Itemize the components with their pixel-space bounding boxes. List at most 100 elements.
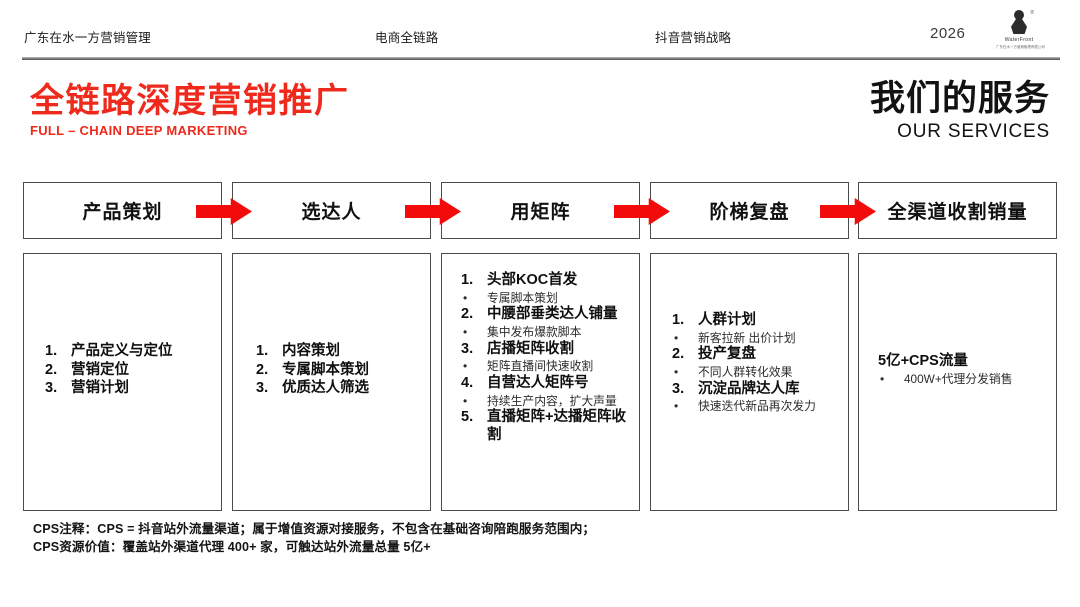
list-marker: 4. — [461, 374, 474, 391]
list-item: 1. 内容策划 — [256, 343, 421, 361]
list-marker: 3. — [461, 340, 474, 357]
list-item: 2. 投产复盘 — [672, 346, 839, 364]
footnote-cps-definition: CPS注释：CPS = 抖音站外流量渠道；属于增值资源对接服务，不包含在基础咨询… — [33, 522, 596, 536]
list-marker: • — [674, 399, 679, 414]
list-item: 2. 专属脚本策划 — [256, 362, 421, 380]
list-item: • 矩阵直播间快速收割 — [461, 359, 630, 374]
list-text: 中腰部垂类达人铺量 — [487, 306, 618, 323]
title-left-en: FULL – CHAIN DEEP MARKETING — [30, 122, 248, 138]
header-divider — [22, 57, 1060, 60]
list-text: 快速迭代新品再次发力 — [698, 399, 816, 414]
list-marker: 1. — [461, 272, 474, 288]
list-marker: 2. — [45, 361, 58, 378]
logo-body-shape — [1011, 18, 1027, 34]
list-marker: • — [674, 330, 679, 345]
list-item: • 不同人群转化效果 — [672, 365, 839, 380]
logo-wordmark: WaterFront — [1004, 37, 1034, 43]
list-item: • 持续生产内容，扩大声量 — [461, 394, 630, 409]
stage-5-content: 5亿+CPS流量 • 400W+代理分发销售 — [868, 264, 1047, 387]
list-item: • 新客拉新 出价计划 — [672, 331, 839, 346]
list-marker: • — [463, 290, 468, 305]
list-text: 营销定位 — [71, 361, 129, 378]
list-marker: 1. — [256, 343, 269, 359]
stage-header-label: 用矩阵 — [510, 202, 571, 223]
stage-header-4[interactable]: 阶梯复盘 — [650, 182, 849, 239]
stage-header-label: 阶梯复盘 — [709, 202, 790, 223]
stage-1-list: 1. 产品定义与定位 2. 营销定位 3. 营销计划 — [33, 264, 212, 398]
list-text: 集中发布爆款脚本 — [487, 325, 582, 339]
slide-title-left: 全链路深度营销推广 FULL – CHAIN DEEP MARKETING — [30, 83, 350, 138]
list-text: 400W+代理分发销售 — [904, 372, 1013, 387]
stage-4-list: 1. 人群计划 • 新客拉新 出价计划 2. 投产复盘 • 不同人群转化效果 3… — [660, 264, 839, 414]
stage-header-label: 选达人 — [301, 202, 362, 223]
footnotes: CPS注释：CPS = 抖音站外流量渠道；属于增值资源对接服务，不包含在基础咨询… — [33, 520, 1043, 557]
list-text: 产品定义与定位 — [71, 343, 173, 359]
list-item: 2. 营销定位 — [45, 362, 212, 380]
stage-header-label: 全渠道收割销量 — [887, 202, 1028, 223]
list-text: 沉淀品牌达人库 — [698, 380, 800, 397]
list-marker: 1. — [45, 343, 58, 359]
list-text: 专属脚本策划 — [487, 290, 558, 305]
list-item: • 集中发布爆款脚本 — [461, 325, 630, 340]
list-marker: 2. — [256, 361, 269, 378]
stage-2-list: 1. 内容策划 2. 专属脚本策划 3. 优质达人筛选 — [242, 264, 421, 398]
brand-logo: ® WaterFront 广东在水一方营销管理有限公司 — [996, 10, 1045, 50]
stage-5-list: • 400W+代理分发销售 — [878, 372, 1047, 387]
stage-header-3[interactable]: 用矩阵 — [441, 182, 640, 239]
slide-title-right: 我们的服务 OUR SERVICES — [870, 79, 1050, 143]
header-item-company: 广东在水一方营销管理 — [24, 31, 152, 45]
list-text: 头部KOC首发 — [487, 272, 578, 288]
slide-header-bar: 广东在水一方营销管理 电商全链路 抖音营销战略 2026 ® WaterFron… — [0, 0, 1080, 58]
list-marker: 2. — [461, 306, 474, 323]
stage-body-3[interactable]: 1. 头部KOC首发 • 专属脚本策划 2. 中腰部垂类达人铺量 • 集中发布爆… — [441, 253, 640, 511]
list-item: • 400W+代理分发销售 — [878, 372, 1047, 387]
list-item: • 专属脚本策划 — [461, 291, 630, 306]
list-text: 优质达人筛选 — [282, 380, 369, 397]
header-item-strategy: 抖音营销战略 — [655, 31, 732, 45]
title-left-cn: 全链路深度营销推广 — [30, 82, 350, 120]
list-item: 1. 产品定义与定位 — [45, 343, 212, 361]
stage-header-5[interactable]: 全渠道收割销量 — [858, 182, 1057, 239]
list-text: 自营达人矩阵号 — [487, 374, 589, 391]
stage-body-5[interactable]: 5亿+CPS流量 • 400W+代理分发销售 — [858, 253, 1057, 511]
list-marker: • — [463, 325, 468, 339]
list-marker: 1. — [672, 312, 685, 328]
stage-body-4[interactable]: 1. 人群计划 • 新客拉新 出价计划 2. 投产复盘 • 不同人群转化效果 3… — [650, 253, 849, 511]
stage-body-2[interactable]: 1. 内容策划 2. 专属脚本策划 3. 优质达人筛选 — [232, 253, 431, 511]
header-item-topic: 电商全链路 — [375, 31, 439, 45]
list-text: 营销计划 — [71, 380, 129, 397]
list-item: 4. 自营达人矩阵号 — [461, 375, 630, 393]
list-text: 投产复盘 — [698, 346, 756, 363]
list-text: 持续生产内容，扩大声量 — [487, 393, 617, 408]
list-marker: 3. — [45, 380, 58, 397]
list-text: 人群计划 — [698, 312, 756, 328]
list-marker: 2. — [672, 346, 685, 363]
list-marker: • — [880, 372, 885, 387]
stage-body-1[interactable]: 1. 产品定义与定位 2. 营销定位 3. 营销计划 — [23, 253, 222, 511]
list-text: 新客拉新 出价计划 — [698, 330, 796, 345]
list-marker: • — [463, 393, 468, 408]
footnote-cps-value: CPS资源价值：覆盖站外渠道代理 400+ 家，可触达站外流量总量 5亿+ — [33, 540, 431, 555]
list-text: 直播矩阵+达播矩阵收割 — [487, 409, 626, 443]
list-item: • 快速迭代新品再次发力 — [672, 399, 839, 414]
stage-5-lead: 5亿+CPS流量 — [878, 353, 968, 369]
list-item: 3. 沉淀品牌达人库 — [672, 381, 839, 399]
stage-header-1[interactable]: 产品策划 — [23, 182, 222, 239]
list-marker: • — [463, 359, 468, 374]
logo-figure-icon: ® — [1009, 10, 1034, 36]
header-year: 2026 — [930, 25, 966, 42]
list-text: 内容策划 — [282, 343, 340, 359]
list-item: 3. 店播矩阵收割 — [461, 341, 630, 359]
list-text: 矩阵直播间快速收割 — [487, 359, 594, 374]
list-marker: 5. — [461, 409, 474, 426]
list-marker: • — [674, 365, 679, 379]
list-item: 1. 头部KOC首发 — [461, 272, 630, 290]
stage-3-list: 1. 头部KOC首发 • 专属脚本策划 2. 中腰部垂类达人铺量 • 集中发布爆… — [451, 264, 630, 445]
list-text: 专属脚本策划 — [282, 361, 369, 378]
stage-header-2[interactable]: 选达人 — [232, 182, 431, 239]
list-marker: 3. — [672, 380, 685, 397]
logo-subtext: 广东在水一方营销管理有限公司 — [996, 44, 1045, 49]
list-text: 不同人群转化效果 — [698, 365, 793, 379]
stage-header-label: 产品策划 — [82, 202, 163, 223]
